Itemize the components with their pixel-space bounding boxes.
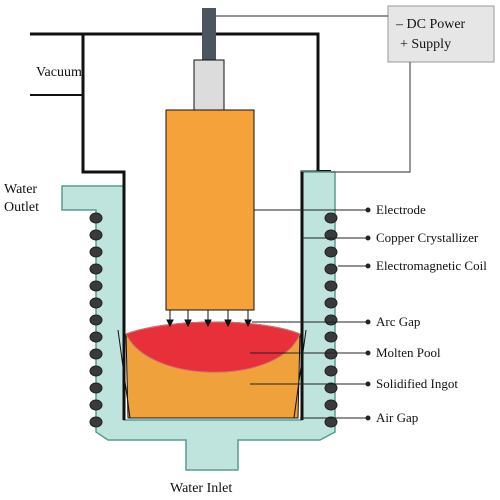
electrode-label: Electrode xyxy=(376,202,426,217)
air-gap-label: Air Gap xyxy=(376,410,418,425)
dc-power-label: – DC Power xyxy=(395,17,466,32)
copper-crystallizer xyxy=(122,172,304,420)
electromagnetic-coil-label: Electromagnetic Coil xyxy=(376,258,487,273)
arc-gap-label: Arc Gap xyxy=(376,314,420,329)
water-inlet-label: Water Inlet xyxy=(170,481,232,496)
electrode-stem-top xyxy=(202,8,216,60)
vacuum-label: Vacuum xyxy=(36,65,82,80)
water-outlet-label-line1: Water xyxy=(4,182,37,197)
air-gap-lines xyxy=(117,329,307,419)
molten-pool xyxy=(125,321,301,373)
electrode xyxy=(165,109,255,311)
electromagnetic-coil xyxy=(89,212,338,428)
electrode-stem xyxy=(193,59,225,111)
copper-crystallizer-label: Copper Crystallizer xyxy=(376,230,479,245)
power-wires xyxy=(216,15,411,173)
molten-pool-label: Molten Pool xyxy=(376,345,441,360)
dc-power-supply-box xyxy=(387,5,495,63)
arc-gap-arrows xyxy=(166,310,252,328)
water-outlet-label-line2: Outlet xyxy=(4,200,39,215)
supply-label: + Supply xyxy=(400,37,451,52)
solidified-ingot-label: Solidified Ingot xyxy=(376,376,458,391)
leader-lines xyxy=(250,207,371,421)
